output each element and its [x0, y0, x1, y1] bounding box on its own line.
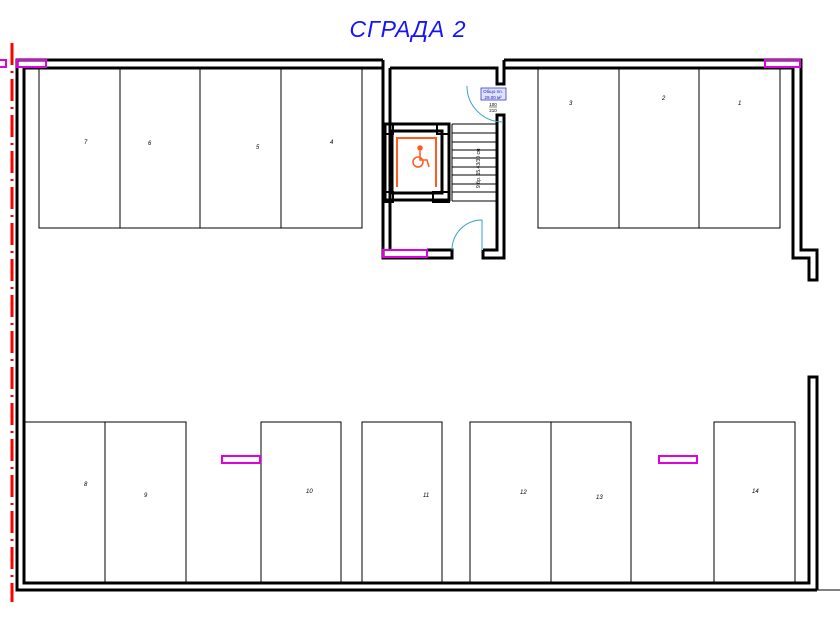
parking-number: 4	[330, 140, 334, 146]
elevator-shaft	[390, 129, 444, 195]
parking-number: 1	[738, 101, 741, 107]
parking-number: 9	[144, 493, 148, 499]
parking-number: 14	[752, 489, 759, 495]
parking-number: 8	[84, 482, 88, 488]
room-name: Общо пл.	[483, 89, 503, 94]
parking-number: 12	[520, 490, 527, 496]
door-swing-arc	[451, 219, 483, 251]
door-height: 210	[489, 108, 497, 113]
parking-spaces: 1 2 3 4 5 6 7 8 9 10 11 12 13 14	[24, 67, 796, 584]
parking-number: 6	[148, 141, 152, 147]
parking-number: 5	[256, 145, 260, 151]
stairs-label: 9 бр. 15.43/30 см	[476, 148, 482, 188]
exterior-walls	[15, 58, 840, 592]
staircase: 9 бр. 15.43/30 см	[451, 123, 497, 202]
parking-number: 3	[569, 101, 573, 107]
stair-core-walls	[381, 60, 506, 260]
wall-openings	[0, 59, 801, 464]
accessible-elevator	[396, 137, 437, 187]
room-area: 29.00 м²	[484, 95, 502, 100]
parking-number: 10	[306, 489, 313, 495]
room-tag: Общо пл. 29.00 м² 100 210	[480, 87, 507, 113]
parking-number: 2	[661, 96, 666, 102]
parking-number: 13	[596, 495, 603, 501]
parking-number: 11	[423, 493, 429, 499]
door-width: 100	[489, 102, 497, 107]
door-swing-arc	[466, 85, 504, 123]
drawing-title: СГРАДА 2	[349, 16, 467, 42]
wheelchair-icon	[412, 145, 430, 168]
parking-number: 7	[84, 140, 88, 146]
